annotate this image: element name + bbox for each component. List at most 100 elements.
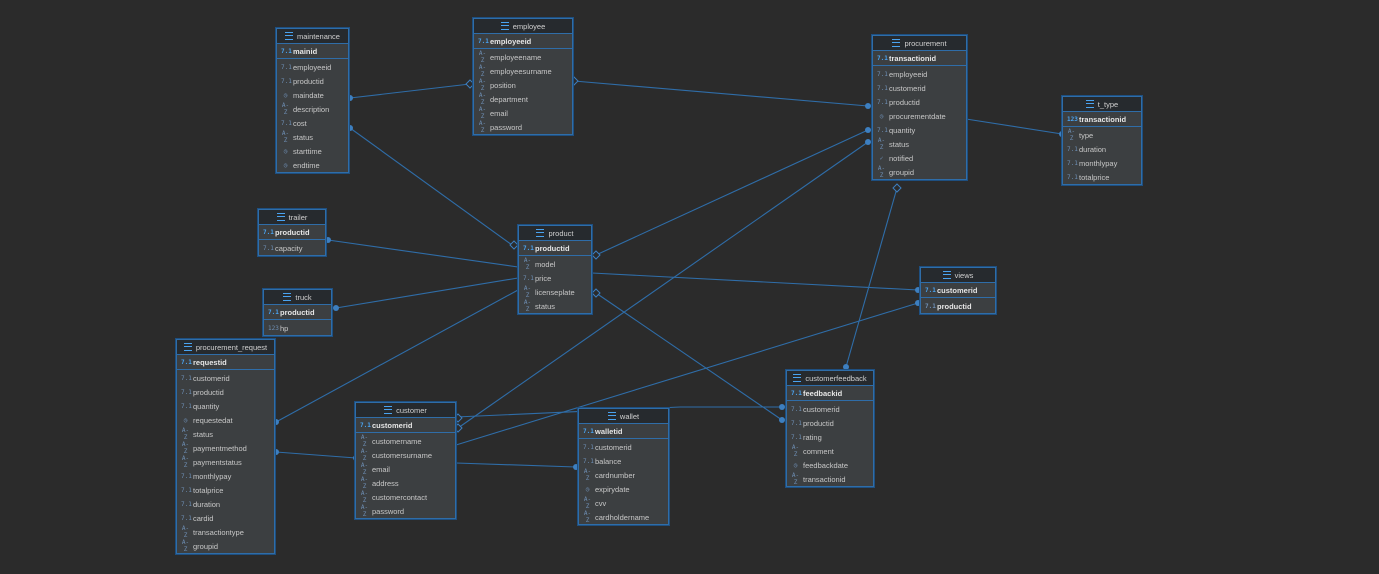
table-header[interactable]: t_type: [1063, 97, 1141, 112]
column-row[interactable]: ◷endtime: [277, 158, 348, 172]
table-header[interactable]: customer: [356, 403, 455, 418]
column-row[interactable]: ◷starttime: [277, 144, 348, 158]
table-header[interactable]: customerfeedback: [787, 371, 873, 386]
column-row[interactable]: ◷maindate: [277, 88, 348, 102]
column-row[interactable]: ◷expirydate: [579, 482, 668, 496]
table-header[interactable]: employee: [474, 19, 572, 34]
table-header[interactable]: procurement_request: [177, 340, 274, 355]
table-header[interactable]: trailer: [259, 210, 325, 225]
column-row[interactable]: ✓notified: [873, 151, 966, 165]
table-header[interactable]: maintenance: [277, 29, 348, 44]
table-header[interactable]: views: [921, 268, 995, 283]
column-row[interactable]: ◷requestedat: [177, 413, 274, 427]
column-row[interactable]: ◷feedbackdate: [787, 458, 873, 472]
table-header[interactable]: truck: [264, 290, 331, 305]
table-header[interactable]: wallet: [579, 409, 668, 424]
column-row[interactable]: ◷procurementdate: [873, 109, 966, 123]
table-header[interactable]: product: [519, 226, 591, 241]
table-header[interactable]: procurement: [873, 36, 966, 51]
